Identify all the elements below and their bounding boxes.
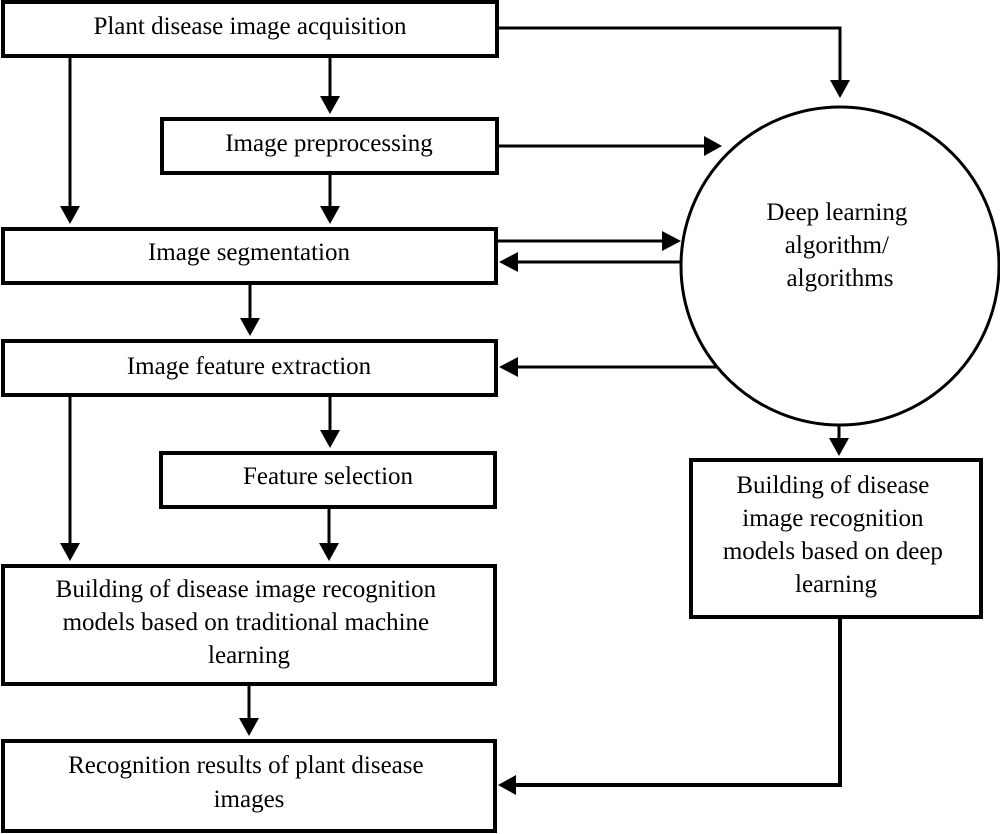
node-results-line-2: images xyxy=(214,786,285,813)
edges xyxy=(60,26,850,795)
svg-text:Image preprocessing: Image preprocessing xyxy=(225,130,433,157)
node-deep-learning-algorithms-line-2: algorithm/ xyxy=(785,232,889,259)
edge-dl-models-to-results xyxy=(498,619,842,795)
node-traditional-ml-models-box xyxy=(1,564,497,686)
node-deep-learning-algorithms-line-1: Deep learning xyxy=(766,199,907,226)
node-deep-learning-models-line-1: Building of disease xyxy=(736,472,929,499)
node-deep-learning-models: Building of disease image recognition mo… xyxy=(689,458,983,619)
node-traditional-ml-models-line-2: models based on traditional machine xyxy=(63,609,430,636)
edge-segmentation-to-deep-learning xyxy=(498,231,681,251)
svg-text:Building of disease imag: Building of disease image recognition mo… xyxy=(723,472,949,598)
edge-segmentation-to-feature-extraction xyxy=(240,285,260,336)
edge-feature-extraction-to-traditional-models xyxy=(60,397,80,561)
node-deep-learning-models-box xyxy=(689,458,983,619)
node-preprocessing: Image preprocessing xyxy=(160,117,499,175)
node-results-line-1: Recognition results of plant disease xyxy=(68,752,423,779)
edge-acquisition-to-segmentation xyxy=(60,58,80,224)
node-traditional-ml-models-line-3: learning xyxy=(208,642,290,669)
svg-text:Image feature extraction: Image feature extraction xyxy=(127,353,372,380)
node-feature-selection-box xyxy=(159,451,497,509)
node-segmentation-label: Image segmentation xyxy=(148,239,351,266)
node-feature-selection: Feature selection xyxy=(159,451,497,509)
node-segmentation-box xyxy=(1,227,498,285)
node-results-box xyxy=(1,739,497,833)
edge-acquisition-to-preprocessing xyxy=(320,58,340,114)
node-deep-learning-models-line-4: learning xyxy=(795,571,877,598)
edge-feature-selection-to-traditional-models xyxy=(319,509,339,561)
svg-text:Recognition results of plant d: Recognition results of plant disease ima… xyxy=(68,752,430,813)
node-traditional-ml-models: Building of disease image recognition mo… xyxy=(1,564,497,686)
svg-text:Building of disease image reco: Building of disease image recognition mo… xyxy=(56,576,443,669)
node-feature-selection-label: Feature selection xyxy=(243,463,414,490)
node-deep-learning-models-line-3: models based on deep xyxy=(723,538,943,565)
node-traditional-ml-models-line-1: Building of disease image recognition xyxy=(56,576,437,603)
node-deep-learning-algorithms-circle xyxy=(679,105,1000,427)
svg-text:Image segmentation: Image segmentation xyxy=(148,239,351,266)
edge-traditional-models-to-results xyxy=(239,686,259,736)
svg-text:Deep learning algorithm/: Deep learning algorithm/ algorithms xyxy=(766,199,913,292)
edge-preprocessing-to-deep-learning xyxy=(499,136,722,156)
svg-text:Feature selection: Feature selection xyxy=(243,463,414,490)
node-feature-extraction-label: Image feature extraction xyxy=(127,353,372,380)
node-deep-learning-models-line-2: image recognition xyxy=(742,505,924,532)
node-feature-extraction: Image feature extraction xyxy=(1,339,498,397)
node-preprocessing-label: Image preprocessing xyxy=(225,130,433,157)
edge-deep-learning-to-dl-models xyxy=(829,425,849,456)
node-preprocessing-box xyxy=(160,117,499,175)
node-results: Recognition results of plant disease ima… xyxy=(1,739,497,833)
node-segmentation: Image segmentation xyxy=(1,227,498,285)
edge-preprocessing-to-segmentation xyxy=(320,175,340,224)
node-deep-learning-algorithms-line-3: algorithms xyxy=(787,265,894,292)
edge-acquisition-to-deep-learning xyxy=(499,26,850,98)
svg-text:Plant disease image acquisitio: Plant disease image acquisition xyxy=(93,13,407,40)
node-acquisition-box xyxy=(1,0,499,58)
edge-deep-learning-to-feature-extraction xyxy=(499,357,740,377)
edge-deep-learning-to-segmentation xyxy=(499,252,682,272)
node-feature-extraction-box xyxy=(1,339,498,397)
node-deep-learning-algorithms: Deep learning algorithm/ algorithms xyxy=(679,105,1000,427)
edge-feature-extraction-to-feature-selection xyxy=(320,397,340,448)
node-acquisition: Plant disease image acquisition xyxy=(1,0,499,58)
node-acquisition-label: Plant disease image acquisition xyxy=(93,13,407,40)
